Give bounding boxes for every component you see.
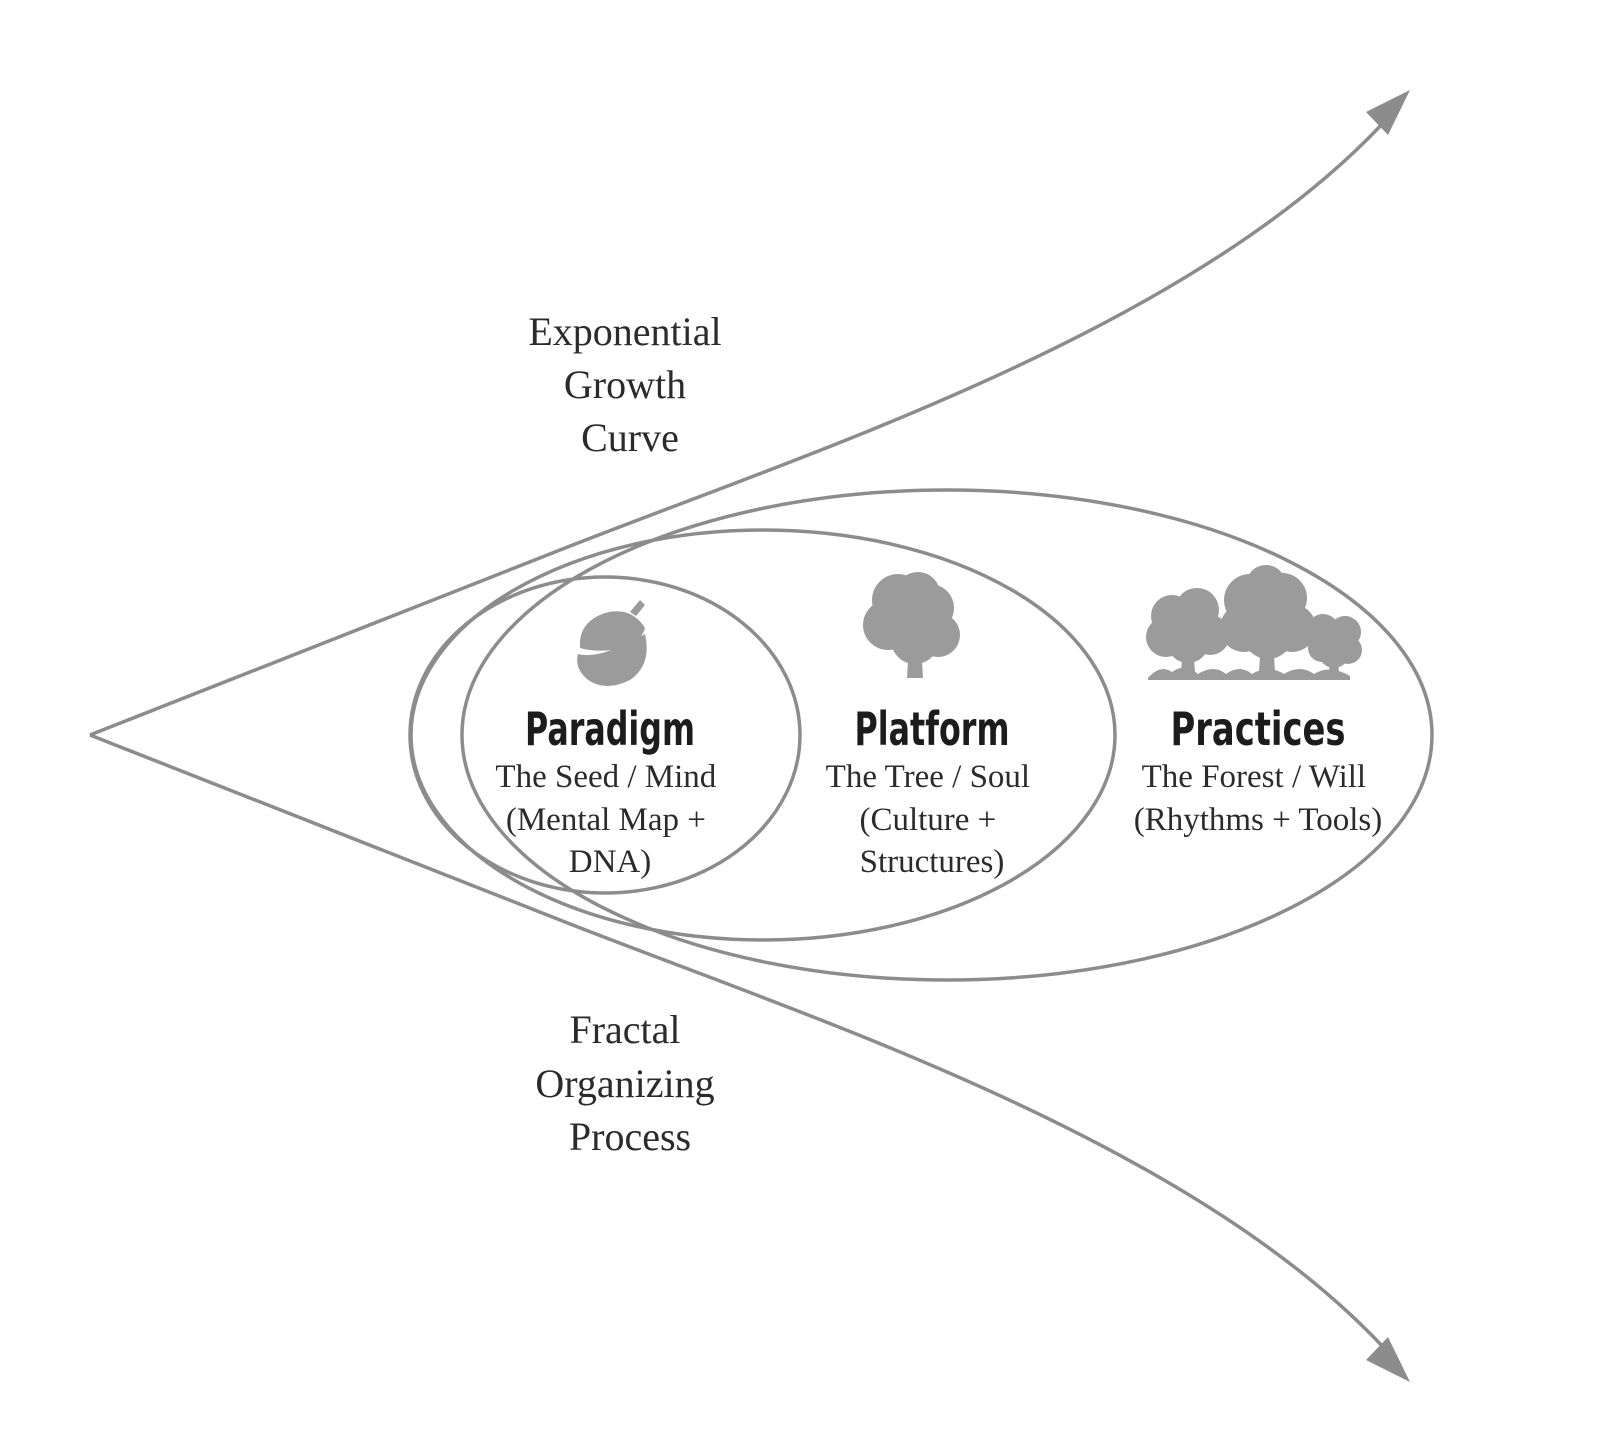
practices-ellipse [460, 488, 1434, 982]
practices-title: Practices [1171, 702, 1346, 756]
exponential-curve-line [89, 108, 1397, 737]
fractal-curve-line [89, 733, 1397, 1362]
paradigm-ellipse [408, 575, 802, 895]
platform-title: Platform [855, 702, 1010, 756]
fractal-arrowhead [1366, 1337, 1410, 1382]
acorn-icon [577, 600, 647, 686]
exponential-arrowhead [1366, 90, 1410, 135]
paradigm-description: The Seed / Mind (Mental Map + DNA) [495, 759, 724, 880]
forest-icon [1146, 565, 1362, 680]
exponential-curve-label: Exponential Growth Curve [528, 309, 731, 460]
tree-icon [863, 572, 960, 678]
paradigm-title: Paradigm [525, 702, 695, 756]
practices-description: The Forest / Will (Rhythms + Tools) [1134, 759, 1383, 838]
fractal-process-label: Fractal Organizing Process [535, 1007, 724, 1159]
platform-description: The Tree / Soul (Culture + Structures) [826, 759, 1039, 880]
